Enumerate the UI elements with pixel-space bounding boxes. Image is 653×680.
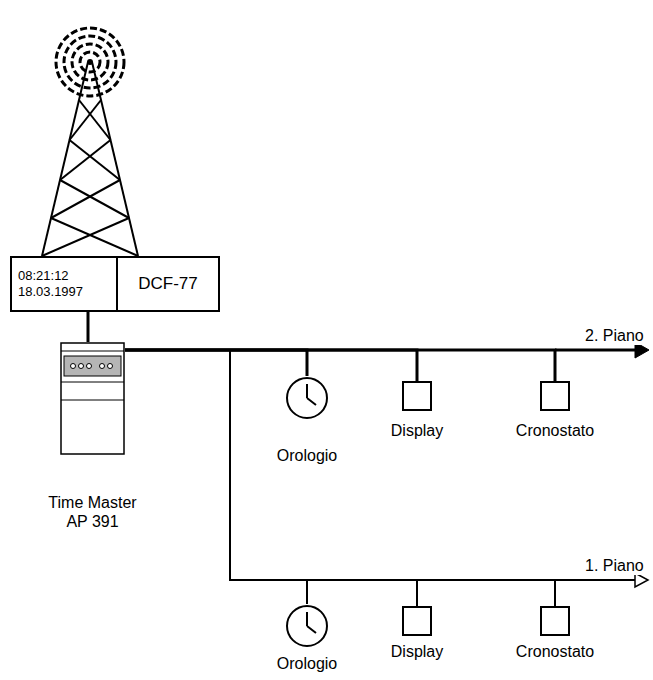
radio-waves bbox=[56, 28, 124, 96]
device-label: Display bbox=[391, 642, 443, 661]
clock-device: Orologio bbox=[285, 604, 329, 648]
device-square bbox=[403, 607, 431, 635]
device-label: Time Master AP 391 bbox=[41, 493, 145, 531]
bus-connector bbox=[125, 350, 555, 381]
device-label: Orologio bbox=[277, 654, 337, 673]
bus-connector bbox=[125, 350, 307, 376]
tower-brace bbox=[79, 100, 111, 140]
display-device: Display bbox=[402, 606, 432, 636]
tower-leg bbox=[92, 62, 138, 256]
clock-shape bbox=[285, 376, 329, 420]
bus-connector bbox=[125, 350, 417, 606]
device-label: Orologio bbox=[277, 446, 337, 465]
square-shape bbox=[540, 381, 570, 411]
time-box: 08:21:12 18.03.1997 bbox=[10, 256, 118, 312]
bus-connector bbox=[125, 350, 417, 381]
bus-line bbox=[555, 349, 637, 352]
display-device: Display bbox=[402, 381, 432, 411]
station-box: DCF-77 bbox=[116, 256, 220, 312]
housing-line bbox=[61, 400, 124, 401]
tower-brace bbox=[51, 218, 138, 256]
tower-brace bbox=[70, 140, 120, 180]
wave-ring bbox=[80, 52, 100, 72]
clock-face bbox=[287, 378, 327, 418]
square-shape bbox=[402, 606, 432, 636]
panel-led bbox=[100, 364, 105, 369]
bus-connector bbox=[125, 350, 555, 606]
radio-tower bbox=[42, 62, 138, 256]
floor-label: 1. Piano bbox=[584, 556, 645, 575]
tower-leg bbox=[42, 62, 88, 256]
box-text: DCF-77 bbox=[124, 274, 212, 294]
device-label: Cronostato bbox=[516, 642, 594, 661]
master-shape bbox=[60, 342, 125, 455]
bus-line bbox=[555, 579, 636, 581]
device-panel bbox=[64, 356, 121, 376]
clock-shape bbox=[285, 604, 329, 648]
panel-led bbox=[71, 364, 76, 369]
clock-hands bbox=[307, 384, 316, 405]
wave-ring bbox=[56, 28, 124, 96]
tower-brace bbox=[70, 100, 102, 140]
bus-connector bbox=[125, 350, 307, 604]
time-master: Time Master AP 391 bbox=[60, 342, 125, 455]
floor-label: 2. Piano bbox=[584, 326, 645, 345]
housing-line bbox=[61, 382, 124, 383]
device-square bbox=[541, 382, 569, 410]
device-square bbox=[403, 382, 431, 410]
clock-device: Orologio bbox=[285, 376, 329, 420]
panel-led bbox=[87, 364, 92, 369]
tower-brace bbox=[42, 218, 129, 256]
clock-hands bbox=[307, 612, 316, 633]
wave-ring bbox=[64, 36, 116, 88]
device-label: Display bbox=[391, 421, 443, 440]
thermostat-device: Cronostato bbox=[540, 606, 570, 636]
box-text: 08:21:12 18.03.1997 bbox=[18, 268, 110, 299]
device-label: Cronostato bbox=[516, 421, 594, 440]
device-housing bbox=[61, 343, 124, 454]
panel-led bbox=[108, 364, 113, 369]
square-shape bbox=[402, 381, 432, 411]
device-square bbox=[541, 607, 569, 635]
thermostat-device: Cronostato bbox=[540, 381, 570, 411]
wave-ring bbox=[72, 44, 108, 80]
tower-brace bbox=[60, 140, 110, 180]
housing-line bbox=[61, 351, 124, 352]
square-shape bbox=[540, 606, 570, 636]
panel-led bbox=[79, 364, 84, 369]
tower-brace bbox=[60, 180, 129, 218]
tower-brace bbox=[51, 180, 120, 218]
clock-face bbox=[287, 606, 327, 646]
bus-connector bbox=[87, 312, 90, 342]
